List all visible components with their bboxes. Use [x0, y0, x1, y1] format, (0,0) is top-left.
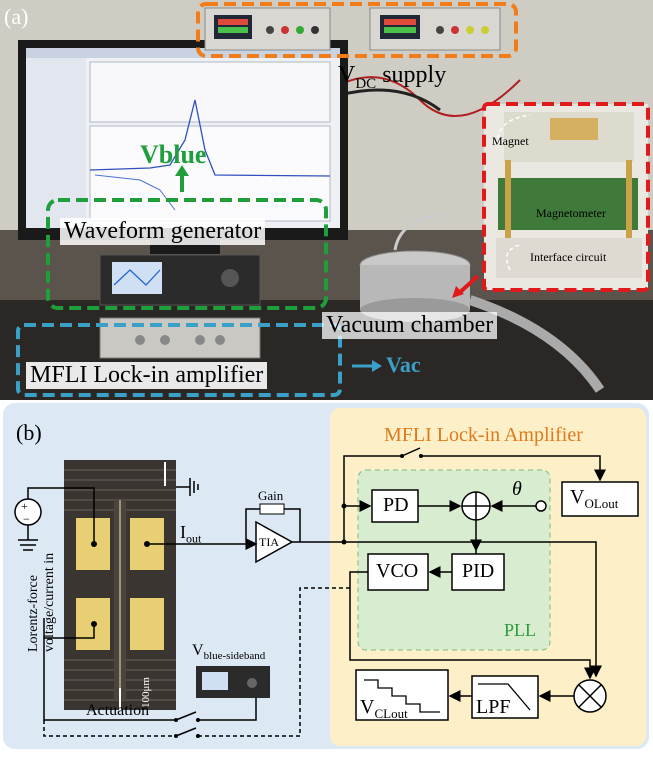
vacuum-chamber-device — [359, 213, 605, 393]
inset-magnetometer-label: Magnetometer — [536, 206, 606, 220]
lab-photo — [0, 0, 653, 400]
vcl-label: VCLout — [360, 696, 408, 721]
pid-block[interactable] — [451, 553, 505, 591]
theta-label: θ — [512, 478, 522, 500]
vol-output-box — [561, 481, 639, 517]
dc-supplies — [204, 7, 501, 51]
gain-resistor — [259, 503, 285, 515]
vco-block[interactable] — [367, 553, 429, 591]
actuation-label: Actuation — [86, 702, 150, 719]
tia-label: TIA — [259, 535, 279, 549]
scale-bar-label: 100μm — [140, 677, 152, 708]
svg-text:−: − — [23, 512, 30, 526]
panel-a-tag: (a) — [4, 4, 29, 29]
iout-label: Iout — [180, 522, 202, 546]
inset-magnet-label: Magnet — [492, 134, 529, 148]
source-ground — [18, 525, 38, 551]
vco-label: VCO — [376, 560, 419, 582]
vol-label: VOLout — [570, 486, 619, 511]
inset-interface-label: Interface circuit — [530, 250, 607, 264]
chip-ground — [176, 478, 199, 496]
lpf-block[interactable] — [471, 675, 539, 719]
vdc-label: VDC supply — [338, 62, 447, 92]
vblue-label: Vblue — [140, 140, 207, 169]
pid-label: PID — [462, 560, 495, 582]
red-arrow — [456, 274, 480, 296]
vblue-sideband-label: Vblue-sideband — [192, 642, 266, 663]
wire-source-top — [27, 487, 95, 544]
gain-label: Gain — [258, 488, 284, 503]
lockin-title: MFLI Lock-in Amplifier — [384, 424, 583, 446]
photo-panel: (a) VDC supply Vblue Waveform generator … — [0, 0, 653, 400]
vacuum-label: Vacuum chamber — [322, 312, 498, 339]
monitor — [18, 40, 348, 254]
vac-label: Vac — [386, 352, 421, 377]
pd-block[interactable] — [371, 489, 419, 523]
theta-input — [535, 500, 547, 512]
inset-photo — [484, 104, 648, 290]
blue-sideband-generator — [196, 666, 270, 698]
waveform-box — [46, 198, 328, 310]
lpf-label: LPF — [476, 696, 511, 718]
pll-label: PLL — [504, 620, 537, 640]
mems-device — [64, 460, 176, 710]
inset-box — [482, 102, 650, 292]
diagram-svg: + − — [3, 403, 649, 749]
waveform-generator-device — [99, 254, 261, 306]
vdc-box — [196, 2, 518, 58]
mfli-label: MFLI Lock-in amplifier — [26, 362, 268, 389]
pd-label: PD — [383, 494, 409, 516]
lorentz-label: Lorentz-force voltage/current in — [26, 552, 57, 652]
svg-text:+: + — [21, 499, 28, 513]
mfli-box — [16, 323, 342, 397]
waveform-label: Waveform generator — [60, 218, 266, 245]
panel-b-tag: (b) — [16, 420, 42, 445]
block-diagram: + − — [0, 400, 653, 752]
